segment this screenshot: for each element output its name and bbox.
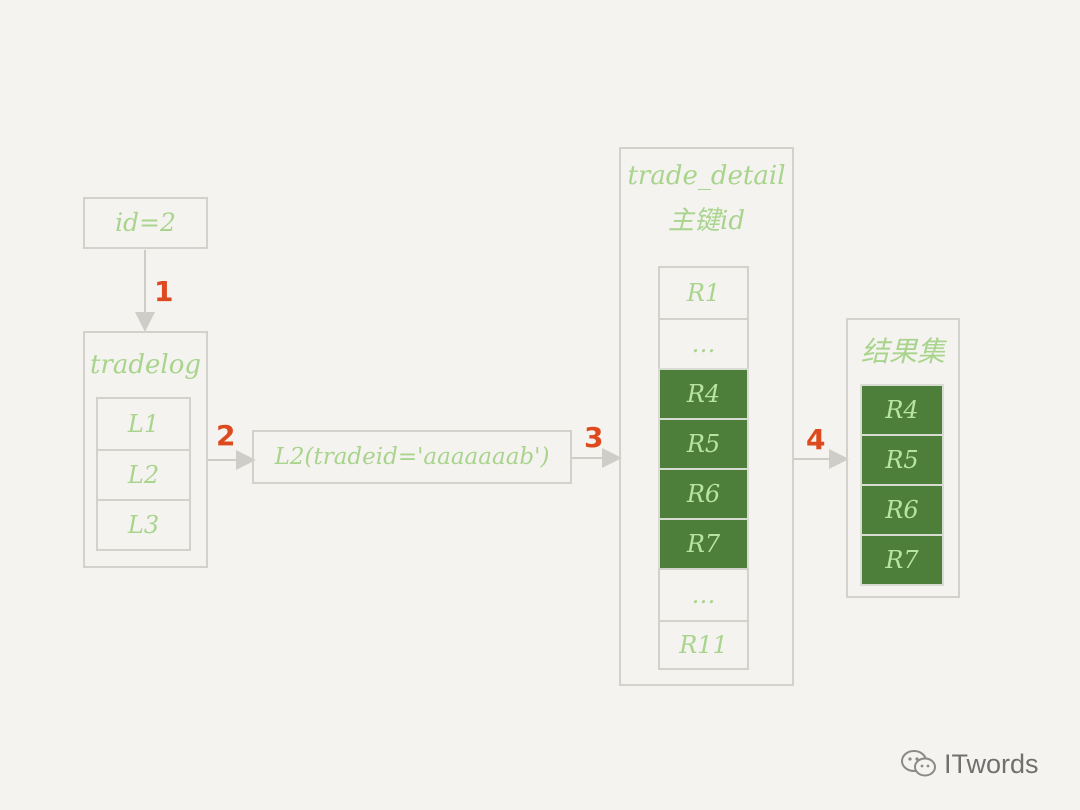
trade-detail-table <box>619 147 794 686</box>
trade-detail-title: trade_detail <box>627 161 786 191</box>
result-row: R7 <box>860 534 944 586</box>
detail-row-highlighted: R6 <box>658 468 749 520</box>
detail-row-highlighted: R4 <box>658 368 749 420</box>
result-row: R5 <box>860 434 944 486</box>
watermark: ITwords <box>900 748 1039 780</box>
query-box <box>83 197 208 249</box>
detail-row-highlighted: R7 <box>658 518 749 570</box>
detail-row: R1 <box>658 266 749 320</box>
tradelog-table <box>83 331 208 568</box>
detail-row: R11 <box>658 620 749 670</box>
tradelog-row: L2 <box>96 449 191 501</box>
step-4: 4 <box>806 423 826 456</box>
result-set-title: 结果集 <box>860 335 945 368</box>
detail-row-highlighted: R5 <box>658 418 749 470</box>
filter-box <box>252 430 572 484</box>
tradelog-row: L1 <box>96 397 191 451</box>
wechat-icon <box>901 750 936 777</box>
tradelog-row: L3 <box>96 499 191 551</box>
result-row: R4 <box>860 384 944 436</box>
step-1: 1 <box>154 275 174 308</box>
tradelog-title: tradelog <box>89 350 202 380</box>
query-label: id=2 <box>115 208 176 237</box>
detail-row: … <box>658 568 749 622</box>
filter-label: L2(tradeid='aaaaaaab') <box>274 444 550 470</box>
step-3: 3 <box>584 421 604 454</box>
trade-detail-subtitle: 主键id <box>668 206 745 236</box>
watermark-text: ITwords <box>944 748 1039 779</box>
result-set <box>846 318 960 598</box>
detail-row: … <box>658 318 749 370</box>
step-2: 2 <box>216 419 236 452</box>
result-row: R6 <box>860 484 944 536</box>
